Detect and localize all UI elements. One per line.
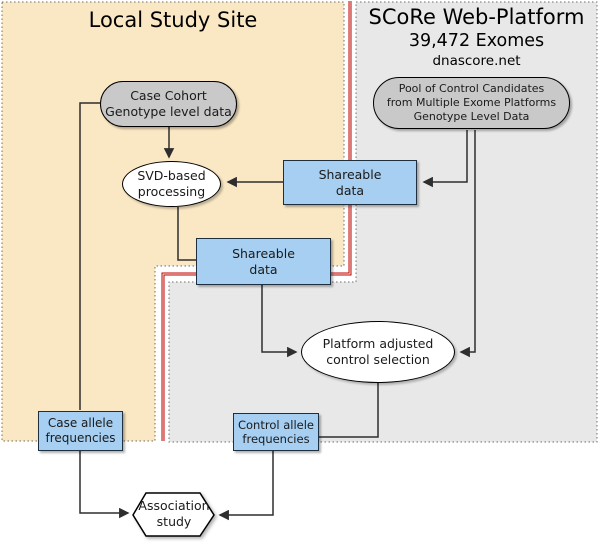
edge-case-cohort-to-case-allele <box>79 102 100 410</box>
region-local-study-site <box>1 1 345 442</box>
edge-shareable-mid-to-platform-adjusted <box>261 285 298 358</box>
node-control-allele-frequencies: Control allele frequencies <box>233 413 319 451</box>
node-svd-based-processing: SVD-based processing <box>122 161 221 207</box>
edge-control-allele-to-association <box>218 451 274 521</box>
connector-lines <box>79 102 476 521</box>
local-region-title: Local Study Site <box>88 8 258 32</box>
node-association-study-label: Association study <box>138 498 210 529</box>
score-url: dnascore.net <box>432 53 521 69</box>
node-pool-of-control-candidates: Pool of Control Candidates from Multiple… <box>373 77 570 129</box>
association-study-hexagon <box>132 492 215 537</box>
node-shareable-data-mid: Shareable data <box>196 238 331 285</box>
node-platform-adjusted-control-selection: Platform adjusted control selection <box>301 321 455 383</box>
edge-svd-to-shareable-mid <box>177 207 196 261</box>
score-exome-count: 39,472 Exomes <box>408 31 545 51</box>
node-shareable-data-top: Shareable data <box>283 160 417 205</box>
node-case-allele-frequencies: Case allele frequencies <box>38 411 123 451</box>
node-case-cohort: Case Cohort Genotype level data <box>100 81 237 127</box>
edge-pool-to-shareable-top <box>422 130 468 188</box>
score-region-header: SCoRe Web-Platform 39,472 Exomes dnascor… <box>356 5 597 69</box>
score-region-title: SCoRe Web-Platform <box>368 5 585 29</box>
edge-platform-adjusted-to-control-allele <box>319 383 379 438</box>
edge-pool-to-platform-adjusted <box>459 130 476 358</box>
edge-case-allele-to-association <box>79 451 130 519</box>
